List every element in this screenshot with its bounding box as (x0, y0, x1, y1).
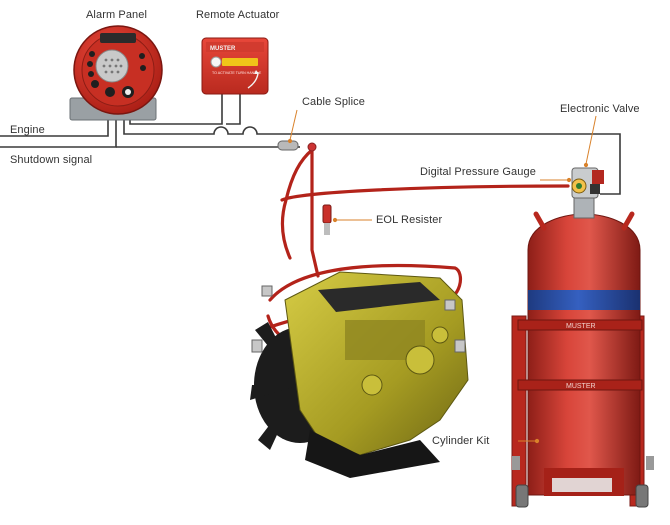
panel-bus-upper (123, 116, 300, 135)
cylinder-kit: MUSTER MUSTER (511, 195, 654, 508)
valve-cable (300, 133, 621, 195)
cylinder-strap-text-2: MUSTER (566, 383, 596, 390)
label-digital-pressure-gauge: Digital Pressure Gauge (420, 166, 536, 178)
label-cylinder-kit: Cylinder Kit (432, 435, 490, 447)
signal-cables (0, 86, 621, 195)
cylinder-blue-band (528, 290, 640, 310)
bracket-left (511, 315, 527, 507)
actuator-instruction-text: TO ACTIVATE TURN HANDLE (212, 71, 262, 75)
leader-electronic-valve (585, 115, 597, 165)
cylinder-strap-text-1: MUSTER (566, 323, 596, 330)
label-cable-splice: Cable Splice (302, 96, 365, 108)
eol-resister (322, 204, 332, 235)
label-alarm-panel: Alarm Panel (86, 9, 148, 21)
cable-splice (277, 140, 317, 152)
engine (250, 271, 469, 478)
digital-pressure-gauge (571, 178, 587, 194)
remote-actuator: MUSTER TO ACTIVATE TURN HANDLE (201, 37, 269, 95)
label-electronic-valve: Electronic Valve (560, 103, 640, 115)
label-shutdown-signal: Shutdown signal (10, 154, 93, 166)
leader-cable-splice (289, 109, 298, 141)
label-remote-actuator: Remote Actuator (196, 9, 280, 21)
label-engine: Engine (10, 124, 45, 136)
engine-cable (0, 116, 109, 137)
leader-lines (287, 109, 597, 444)
label-eol-resister: EOL Resister (376, 214, 443, 226)
actuator-brand-text: MUSTER (210, 46, 236, 52)
alarm-panel (69, 25, 163, 121)
